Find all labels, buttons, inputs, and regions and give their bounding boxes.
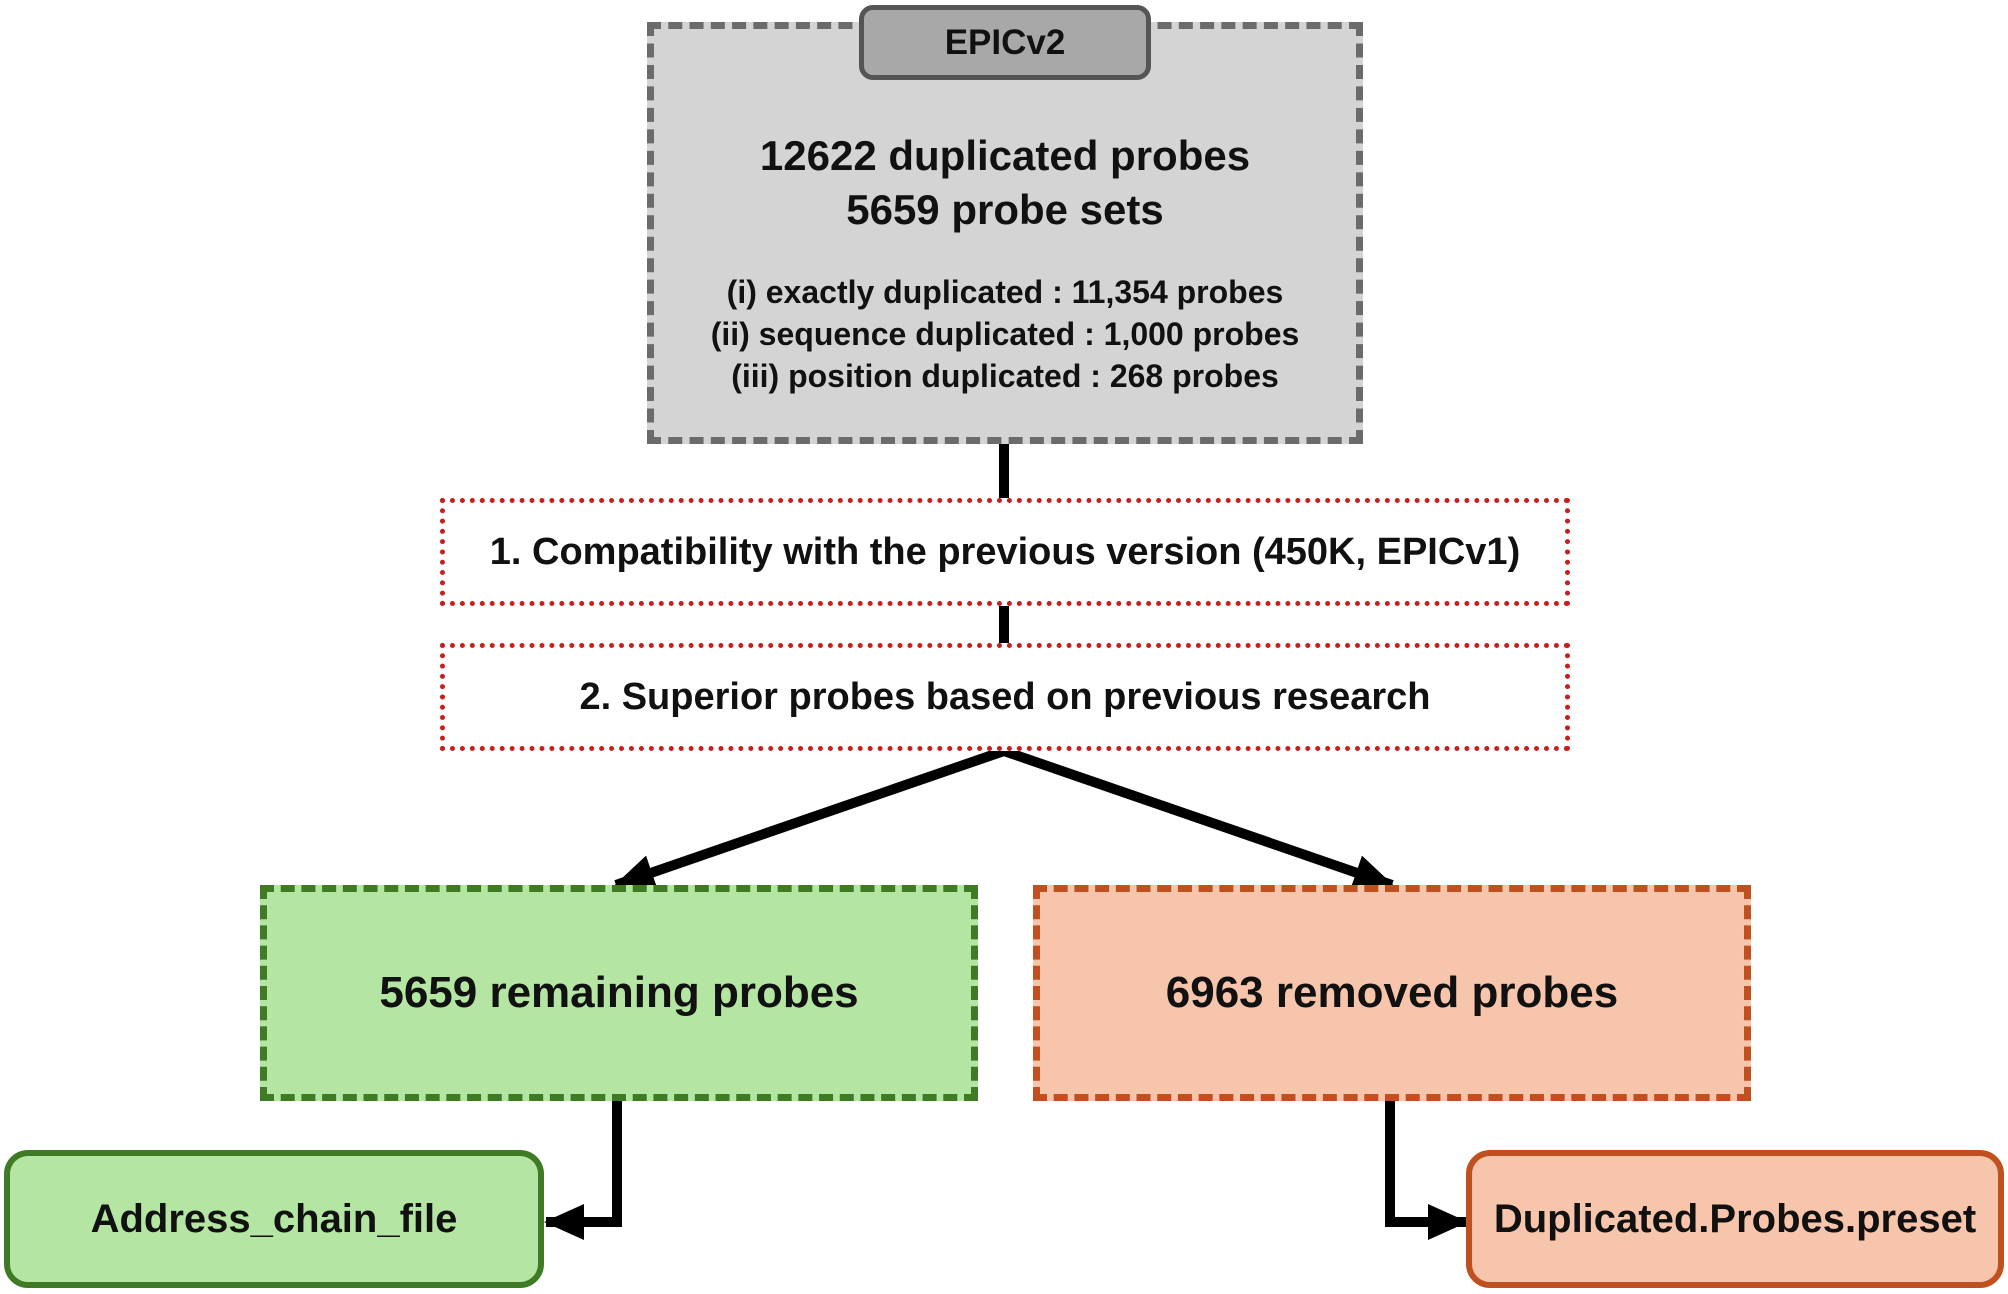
address-chain-file-box: Address_chain_file: [4, 1150, 544, 1288]
duplication-type-list: (i) exactly duplicated : 11,354 probes (…: [711, 271, 1300, 397]
step-superior-probes-box: 2. Superior probes based on previous res…: [440, 643, 1570, 751]
duplicated-probes-preset-box: Duplicated.Probes.preset: [1466, 1150, 2004, 1288]
arrow-to-removed: [1002, 746, 1394, 890]
arrow-to-remaining: [614, 746, 1006, 890]
removed-probes-box: 6963 removed probes: [1033, 885, 1751, 1101]
source-headline: 12622 duplicated probes 5659 probe sets: [760, 129, 1250, 237]
source-tag-epicv2: EPICv2: [859, 5, 1151, 80]
remaining-probes-box: 5659 remaining probes: [260, 885, 978, 1101]
arrow-to-address-file: [544, 1101, 622, 1240]
arrow-to-preset-file: [1385, 1101, 1468, 1240]
duplicated-probes-box: 12622 duplicated probes 5659 probe sets …: [647, 22, 1363, 444]
exactly-duplicated-line: (i) exactly duplicated : 11,354 probes: [726, 274, 1284, 310]
probe-sets-count: 5659 probe sets: [846, 186, 1164, 233]
step-compatibility-box: 1. Compatibility with the previous versi…: [440, 498, 1570, 606]
duplicated-probes-count: 12622 duplicated probes: [759, 132, 1251, 179]
sequence-duplicated-line: (ii) sequence duplicated : 1,000 probes: [710, 316, 1300, 352]
position-duplicated-line: (iii) position duplicated : 268 probes: [731, 358, 1279, 394]
